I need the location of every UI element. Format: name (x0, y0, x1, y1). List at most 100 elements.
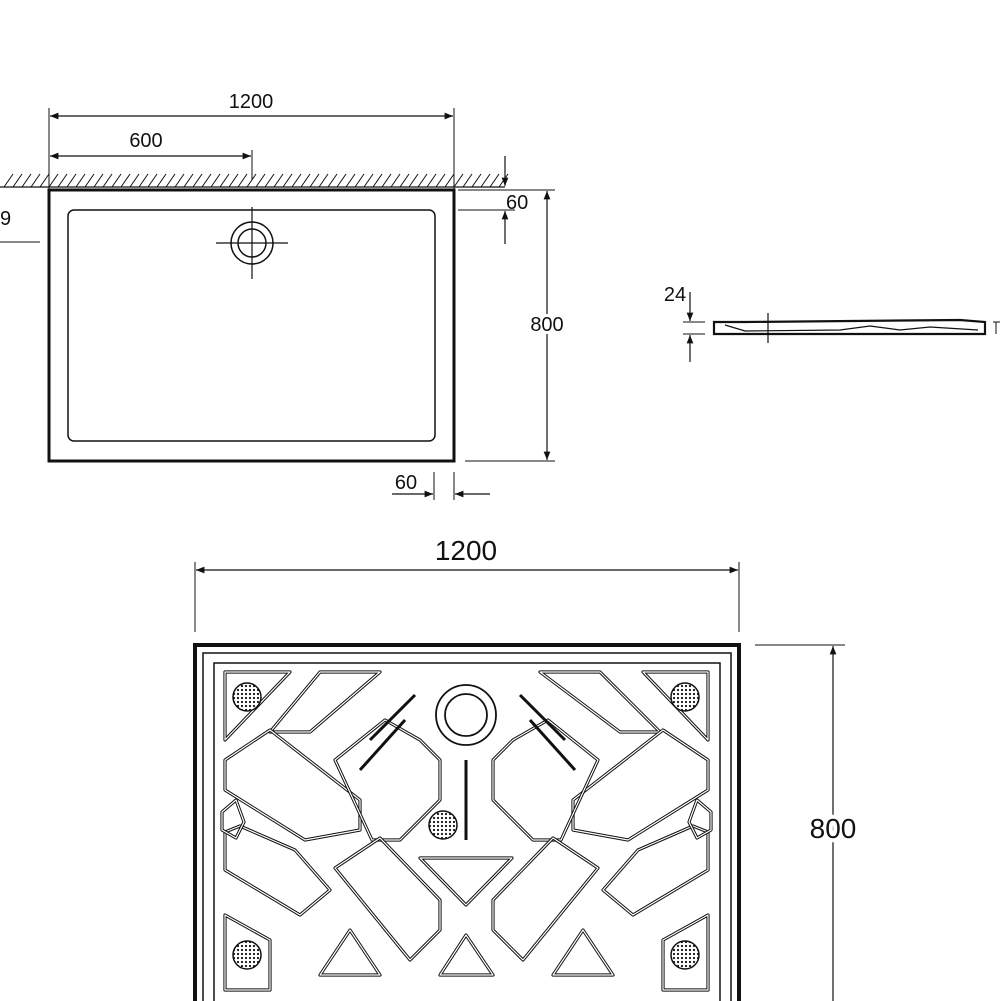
hatch-line (48, 173, 59, 188)
hatch-line (75, 173, 86, 188)
rib-shape (491, 836, 600, 962)
dim-side-margin-60: 60 (458, 156, 528, 244)
hatch-line (210, 173, 221, 188)
dim-drain-offset-label: 600 (129, 130, 162, 152)
hatch-line (165, 173, 176, 188)
hatch-line (399, 173, 410, 188)
hatch-line (237, 173, 248, 188)
hatch-line (381, 173, 392, 188)
hatch-line (372, 173, 383, 188)
rib-shape-inner (224, 729, 361, 841)
underside-ribs (220, 670, 713, 992)
channel-rib (368, 693, 417, 742)
rib-shape-inner (662, 914, 709, 991)
hatch-line (12, 173, 23, 188)
hatch-line (201, 173, 212, 188)
dim-side-margin-label: 60 (506, 192, 528, 214)
foot-pad (670, 940, 700, 970)
rib-shape-inner (224, 914, 271, 991)
rib-shape (333, 836, 442, 962)
rib-shape-inner (539, 671, 661, 733)
hatch-line (3, 173, 14, 188)
hatch-line (300, 173, 311, 188)
hatch-line (426, 173, 437, 188)
rib-shape-inner (269, 671, 381, 733)
hatch-line (480, 173, 491, 188)
hatch-line (246, 173, 257, 188)
underside-drain (435, 684, 497, 746)
hatch-line (327, 173, 338, 188)
underside-frame-inner (202, 652, 732, 1001)
hatch-line (318, 173, 329, 188)
hatch-line (498, 173, 509, 188)
hatch-line (120, 173, 131, 188)
rib-shape-inner (224, 825, 331, 916)
hatch-line (219, 173, 230, 188)
underside-frame-outer (193, 643, 741, 1001)
hatch-line (156, 173, 167, 188)
rib-shape-inner (334, 837, 441, 961)
underside-foot-pads (232, 682, 700, 970)
hatch-line (390, 173, 401, 188)
hatch-line (345, 173, 356, 188)
hatch-line (273, 173, 284, 188)
foot-pad (232, 682, 262, 712)
underside-dim-depth: 800 (755, 644, 860, 1001)
rib-shape (551, 928, 615, 977)
hatch-line (489, 173, 500, 188)
hatch-line (417, 173, 428, 188)
rib-shape-inner (439, 934, 494, 976)
hatch-line (84, 173, 95, 188)
rib-shape (438, 933, 495, 977)
hatch-line (102, 173, 113, 188)
hatch-line (57, 173, 68, 188)
hatch-line (93, 173, 104, 188)
hatch-line (291, 173, 302, 188)
dim-drain-offset-600: 600 (50, 130, 253, 180)
hatch-line (147, 173, 158, 188)
drain-symbol (216, 207, 288, 279)
channel-rib (358, 718, 407, 772)
rib-shape-inner (552, 929, 614, 976)
rib-shape (318, 928, 382, 977)
rib-shape-inner (572, 729, 709, 841)
hatch-line (363, 173, 374, 188)
dim-depth-800: 800 (458, 189, 567, 462)
hatch-line (471, 173, 482, 188)
hatch-line (39, 173, 50, 188)
dim-width-1200: 1200 (48, 91, 455, 190)
dim-depth-label: 800 (530, 314, 563, 336)
foot-pad (670, 682, 700, 712)
rib-shape-inner (419, 857, 513, 906)
rib-shape (538, 670, 662, 734)
hatch-line (129, 173, 140, 188)
section-profile (712, 318, 987, 336)
section-height-label: 24 (664, 284, 686, 306)
rib-shape-inner (492, 837, 599, 961)
plan-view: 1200 600 60 800 60 (0, 91, 567, 500)
dim-width-label: 1200 (229, 91, 274, 113)
dim-left-cut-label: 9 (0, 208, 11, 230)
hatch-line (228, 173, 239, 188)
rib-shape (268, 670, 382, 734)
hatch-line (30, 173, 41, 188)
section-view: 24 (664, 284, 1000, 362)
hatch-line (21, 173, 32, 188)
hatch-line (336, 173, 347, 188)
underside-view: 1200 800 (193, 535, 860, 1001)
hatch-line (453, 173, 464, 188)
underside-depth-label: 800 (810, 813, 857, 844)
rib-shape-inner (688, 799, 712, 839)
hatch-line (309, 173, 320, 188)
foot-pad (428, 810, 458, 840)
hatch-line (435, 173, 446, 188)
hatch-line (255, 173, 266, 188)
hatch-line (192, 173, 203, 188)
dim-bottom-margin-60: 60 (392, 472, 490, 500)
channel-rib (518, 693, 567, 742)
rib-shape-inner (602, 825, 709, 916)
foot-pad (232, 940, 262, 970)
rib-shape (418, 856, 514, 907)
hatch-line (138, 173, 149, 188)
hatch-line (183, 173, 194, 188)
